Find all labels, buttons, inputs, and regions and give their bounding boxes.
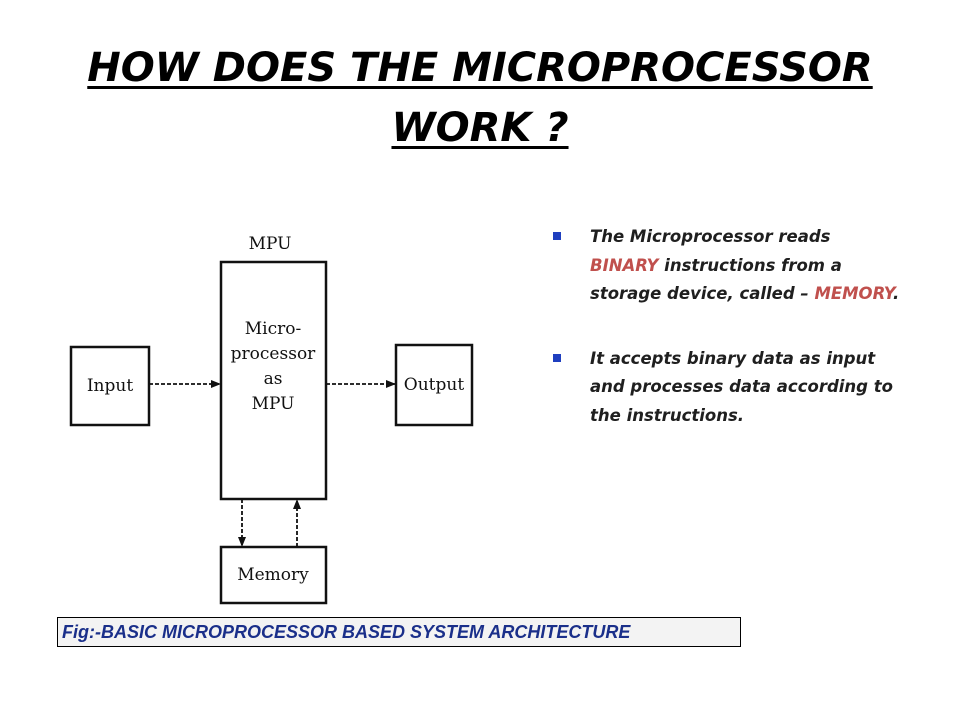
memory-block <box>219 545 328 605</box>
processor-label-line-2: processor <box>231 344 317 364</box>
mpu-label: MPU <box>249 234 292 254</box>
bullet-text-before: The Microprocessor reads <box>590 227 831 246</box>
slide-title: HOW DOES THE MICROPROCESSOR WORK ? <box>40 38 920 158</box>
bullet-list: The Microprocessor reads BINARY instruct… <box>553 223 903 466</box>
output-block <box>394 343 474 427</box>
input-label: Input <box>87 376 133 396</box>
bullet-text: It accepts binary data as input and proc… <box>590 348 893 425</box>
input-block <box>69 345 151 427</box>
processor-label-line-4: MPU <box>252 394 295 414</box>
bullet-item-accepts-data: It accepts binary data as input and proc… <box>553 345 903 431</box>
processor-label-line-1: Micro- <box>245 319 301 339</box>
memory-highlight: MEMORY <box>814 284 893 303</box>
square-bullet-icon <box>553 232 561 240</box>
square-bullet-icon <box>553 353 561 362</box>
memory-label: Memory <box>237 565 309 585</box>
mpu-block <box>219 260 328 501</box>
bullet-text-middle: instructions from a storage device, call… <box>590 255 842 304</box>
output-label: Output <box>404 375 465 395</box>
binary-highlight: BINARY <box>590 255 659 275</box>
processor-label-line-3: as <box>264 369 283 389</box>
bullet-item-reads-binary: The Microprocessor reads BINARY instruct… <box>553 223 903 309</box>
bullet-text-after: . <box>892 284 900 303</box>
architecture-diagram: MPU Micro- processor as MPU Input Output… <box>69 234 474 605</box>
figure-caption: Fig:-BASIC MICROPROCESSOR BASED SYSTEM A… <box>57 617 741 647</box>
slide-title-line-1: HOW DOES THE MICROPROCESSOR <box>87 45 873 91</box>
slide-title-line-2: WORK ? <box>391 105 569 151</box>
